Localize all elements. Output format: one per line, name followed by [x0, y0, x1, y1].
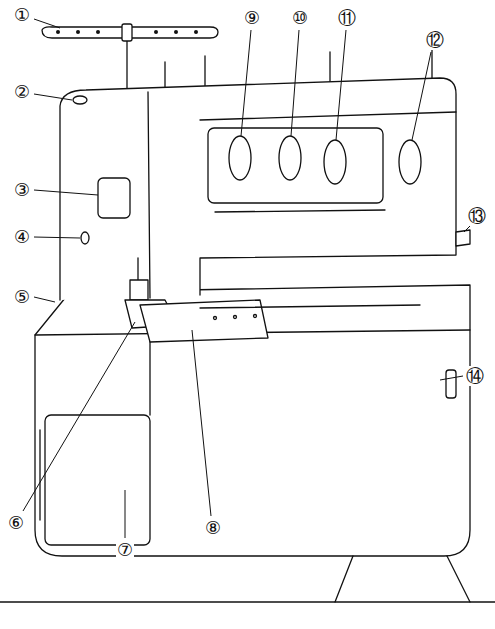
callout-number: ③: [13, 180, 31, 200]
callout-number: ⑤: [13, 287, 31, 307]
callout-number: ⑫: [425, 30, 445, 50]
callout-number: ⑬: [467, 206, 487, 226]
callout-number: ⑥: [7, 513, 25, 533]
callout-number: ⑪: [337, 8, 357, 28]
callout-number: ⑩: [291, 8, 309, 28]
callout-number: ⑭: [465, 366, 485, 386]
callout-number: ⑦: [116, 540, 134, 560]
callout-number: ④: [13, 227, 31, 247]
callout-number: ①: [13, 5, 31, 25]
callout-number: ⑧: [204, 518, 222, 538]
callout-number: ⑨: [243, 8, 261, 28]
callout-number: ②: [13, 82, 31, 102]
